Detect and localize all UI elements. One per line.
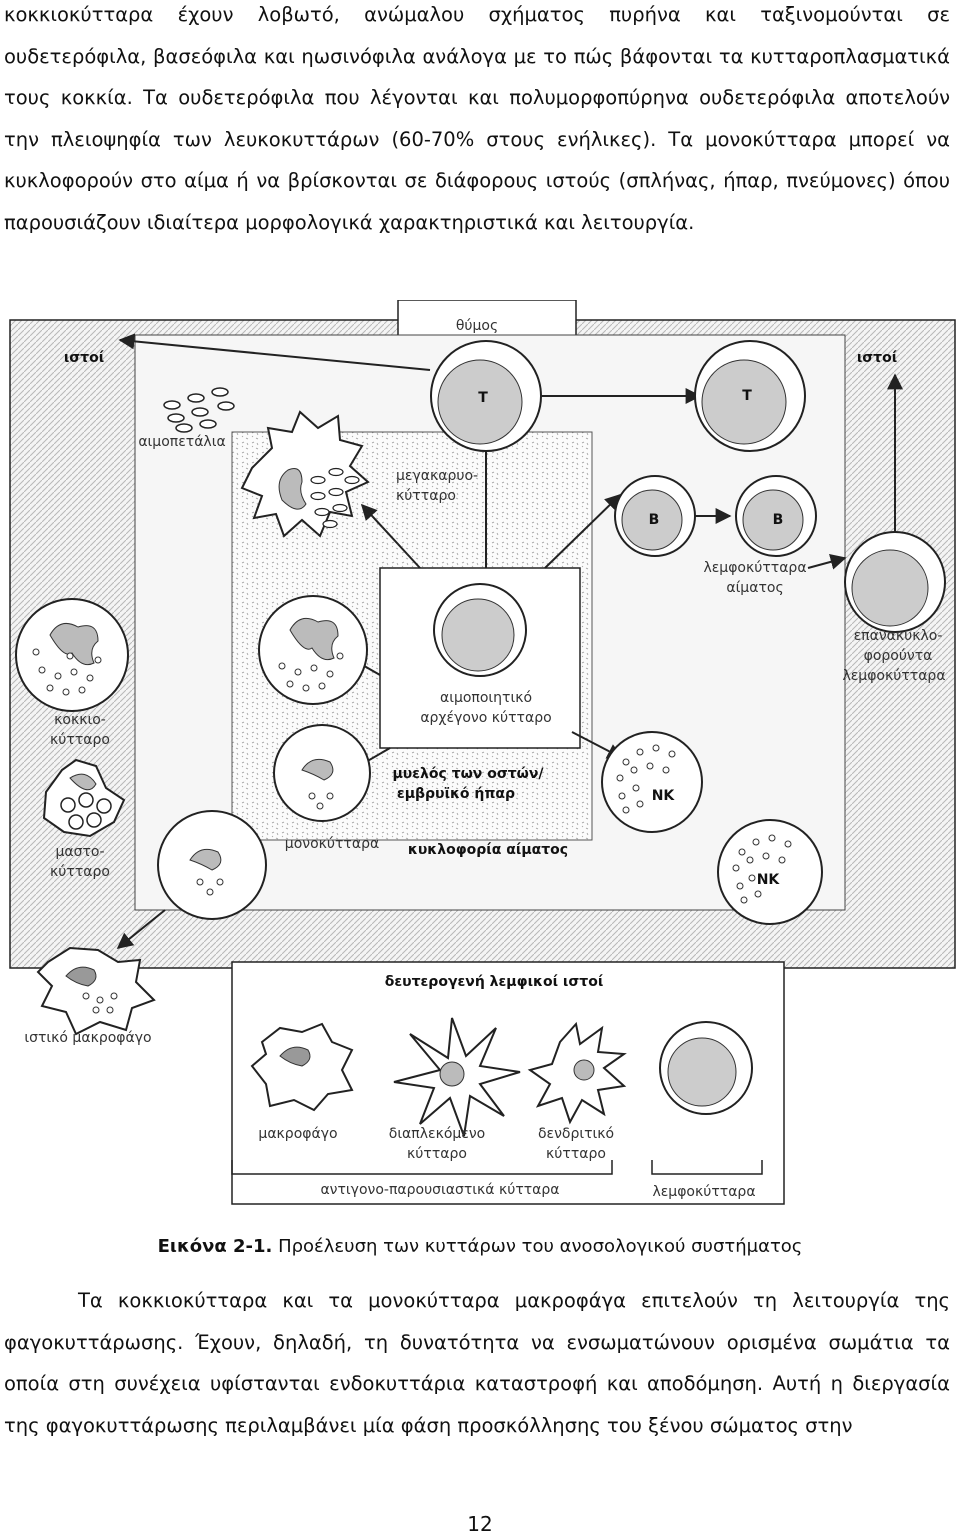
label-interdigitating-1: διαπλεκόμενο (389, 1126, 486, 1142)
monocyte-blood-granules (196, 878, 224, 896)
figure-caption-label: Εικόνα 2-1. (157, 1236, 273, 1257)
mast-cell-granules (60, 792, 112, 830)
label-blood-lymphocytes-2: αίματος (726, 580, 783, 596)
label-tissues-right: ιστοί (857, 350, 897, 366)
label-tissue-macrophage: ιστικό μακροφάγο (24, 1030, 151, 1046)
b-cell-1-nucleus (621, 489, 683, 551)
b-cell-2-nucleus (742, 489, 804, 551)
t-cell-1-nucleus (437, 359, 523, 445)
tissue-macrophage-granules (82, 992, 118, 1014)
paragraph-bottom: Τα κοκκιοκύτταρα και τα μονοκύτταρα μακρ… (4, 1289, 950, 1437)
t-cell-2-nucleus (701, 359, 787, 445)
label-blood-lymphocytes-1: λεμφοκύτταρα (703, 560, 806, 576)
label-bone-marrow-1: μυελός των οστών/ (393, 766, 545, 782)
label-nk-1: NK (652, 788, 676, 804)
figure-immune-cell-origin: θύμος ιστοί ιστοί T T αιμοπετάλια μεγακα… (9, 300, 956, 1205)
label-apc: αντιγονο-παρουσιαστικά κύτταρα (320, 1182, 559, 1198)
monocyte-marrow-granules (308, 792, 334, 810)
label-megakaryocyte-1: μεγακαρυο- (396, 468, 478, 484)
label-circulation: κυκλοφορία αίματος (408, 842, 568, 858)
label-megakaryocyte-2: κύτταρο (396, 488, 456, 504)
megakaryocyte-nucleus (278, 468, 307, 510)
label-stem-cell-1: αιμοποιητικό (440, 690, 532, 706)
nk-cell-marrow-granules (616, 744, 676, 814)
label-b-cell-2: B (773, 512, 784, 528)
label-t-cell-1: T (478, 390, 488, 406)
lymphocyte-secondary-nucleus (667, 1037, 737, 1107)
label-t-cell-2: T (742, 388, 752, 404)
label-granulocyte-1: κοκκιο- (54, 712, 106, 728)
label-tissues-left: ιστοί (64, 350, 104, 366)
label-interdigitating-2: κύτταρο (407, 1146, 467, 1162)
tissue-macrophage-icon (36, 946, 156, 1036)
tissue-macrophage-nucleus (65, 966, 97, 987)
label-stem-cell-2: αρχέγονο κύτταρο (420, 710, 551, 726)
dendritic-nucleus (573, 1059, 595, 1081)
label-mast-cell-1: μαστο- (55, 844, 104, 860)
figure-caption: Εικόνα 2-1. Προέλευση των κυττάρων του α… (0, 1236, 960, 1257)
label-secondary-lymphoid: δευτερογενή λεμφικοί ιστοί (385, 974, 604, 990)
apc-brace (231, 1160, 613, 1175)
label-recirculating-1: επανακυκλο- (854, 628, 943, 644)
nk-cell-marrow (601, 731, 703, 833)
label-dendritic-1: δενδριτικό (538, 1126, 614, 1142)
label-recirculating-2: φορούντα (864, 648, 933, 664)
nk-cell-blood-granules (732, 834, 792, 904)
figure-caption-text: Προέλευση των κυττάρων του ανοσολογικού … (272, 1236, 803, 1257)
platelets-icon (163, 387, 235, 433)
label-thymus: θύμος (456, 318, 498, 334)
monocyte-marrow-nucleus (301, 758, 334, 781)
label-recirculating-3: λεμφοκύτταρα (842, 668, 945, 684)
label-nk-2: NK (757, 872, 781, 888)
lymphocyte-brace (651, 1160, 763, 1175)
granulocyte-marrow-nucleus (289, 617, 339, 661)
label-lymphocytes: λεμφοκύτταρα (652, 1184, 755, 1200)
page-number: 12 (467, 1512, 493, 1536)
label-dendritic-2: κύτταρο (546, 1146, 606, 1162)
granulocyte-marrow-granules (278, 652, 344, 692)
monocyte-blood-nucleus (189, 848, 222, 871)
mast-cell-nucleus (69, 773, 97, 791)
arrow-monocyte-to-tissue-macrophage (116, 909, 166, 950)
label-platelets: αιμοπετάλια (138, 434, 225, 450)
megakaryocyte-granules-icon (310, 467, 360, 529)
arrow-stem-to-megakaryocyte (360, 503, 421, 569)
macrophage-nucleus (279, 1046, 311, 1067)
arrow-stem-to-b-cell (544, 493, 622, 569)
label-monocytes: μονοκύτταρα (285, 836, 379, 852)
paragraph-top: κοκκιοκύτταρα έχουν λοβωτό, ανώμαλου σχή… (4, 3, 950, 234)
macrophage-icon (250, 1022, 354, 1112)
arrow-thymus-to-tissues (118, 333, 431, 371)
stem-cell-nucleus (441, 598, 515, 672)
arrow-to-recirculating (807, 554, 847, 570)
granulocyte-tissue-granules (32, 648, 102, 696)
label-bone-marrow-2: εμβρυϊκό ήπαρ (397, 786, 515, 802)
label-granulocyte-2: κύτταρο (50, 732, 110, 748)
label-mast-cell-2: κύτταρο (50, 864, 110, 880)
interdigitating-nucleus (439, 1061, 465, 1087)
label-macrophage: μακροφάγο (258, 1126, 337, 1142)
label-b-cell-1: B (649, 512, 660, 528)
recirculating-lymphocyte-nucleus (851, 549, 929, 627)
